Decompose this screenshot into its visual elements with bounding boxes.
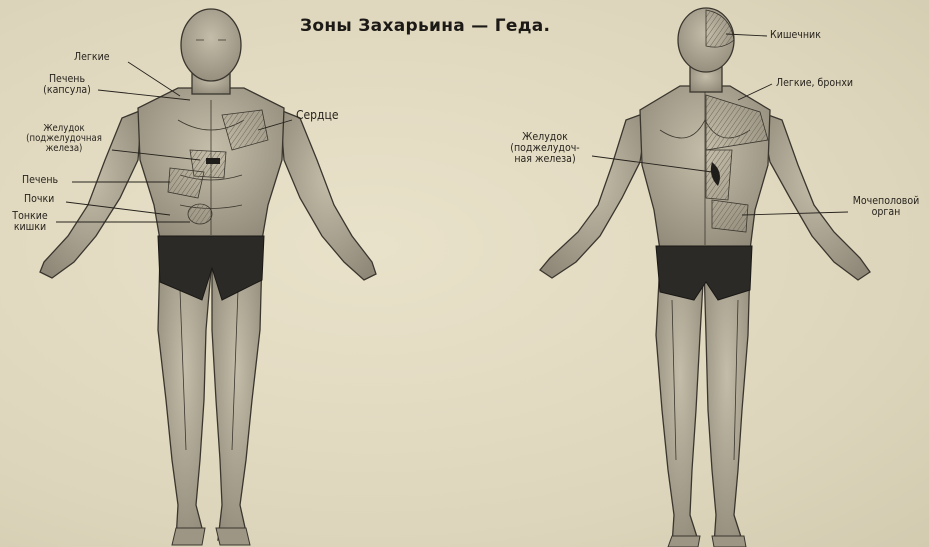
label-front-small-intestine: Тонкие кишки <box>6 211 54 233</box>
label-front-kidneys: Почки <box>24 194 54 205</box>
front-right-arm <box>280 110 376 280</box>
back-zone-urogenital <box>712 200 748 232</box>
front-head <box>181 9 241 81</box>
back-shorts <box>656 246 752 300</box>
label-back-urogenital: Мочеполовой орган <box>844 196 928 218</box>
label-back-stomach-pancreas: Желудок (поджелудоч- ная железа) <box>498 132 592 165</box>
label-back-intestine: Кишечник <box>770 30 821 41</box>
label-front-liver-capsule: Печень (капсула) <box>36 74 98 96</box>
back-zone-intestine <box>706 10 734 47</box>
front-left-leg <box>158 255 212 540</box>
label-front-heart: Сердце <box>296 110 339 121</box>
label-front-stomach-pancreas: Желудок (поджелудочная железа) <box>14 124 114 154</box>
back-right-leg <box>704 262 750 545</box>
label-back-lungs-bronchi: Легкие, бронхи <box>776 78 853 89</box>
label-front-lungs: Легкие <box>74 52 110 63</box>
label-front-liver: Печень <box>22 175 58 186</box>
front-zone-small-intestine <box>188 204 212 224</box>
back-left-leg <box>656 262 704 545</box>
diagram-title: Зоны Захарьина — Геда. <box>300 16 600 36</box>
front-right-leg <box>212 255 262 540</box>
front-zone-stomach-mark <box>206 158 220 164</box>
